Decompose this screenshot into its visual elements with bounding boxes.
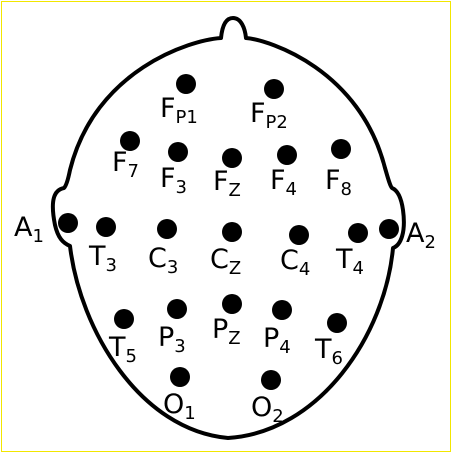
electrode-label-base: P [158, 322, 174, 353]
electrode-label-base: C [280, 245, 299, 276]
electrode-label-t3: T3 [88, 241, 117, 276]
electrode-label-t6: T6 [314, 334, 343, 369]
electrode-label-base: F [213, 166, 229, 197]
electrode-label-a1: A1 [14, 212, 44, 247]
electrode-label-subscript: P1 [176, 107, 198, 128]
electrode-label-subscript: 6 [332, 348, 343, 369]
electrode-label-f4: F4 [270, 165, 297, 200]
electrode-label-base: A [14, 212, 33, 243]
electrode-label-cz: CZ [210, 244, 241, 279]
electrode-label-subscript: 1 [184, 403, 195, 424]
electrode-dot-a2 [379, 219, 399, 239]
electrode-label-subscript: 7 [128, 161, 139, 182]
electrode-label-subscript: 1 [32, 226, 43, 247]
electrode-dot-f4 [277, 145, 297, 165]
electrode-label-base: P [212, 314, 228, 345]
electrode-dot-cz [222, 222, 242, 242]
electrode-label-base: F [270, 165, 286, 196]
electrode-dot-p4 [272, 300, 292, 320]
electrode-label-subscript: Z [228, 328, 240, 349]
electrode-label-c4: C4 [280, 245, 310, 280]
electrode-label-base: P [263, 323, 279, 354]
electrode-label-c3: C3 [148, 243, 178, 278]
electrode-label-base: F [250, 98, 266, 129]
electrode-label-base: F [325, 165, 341, 196]
electrode-label-fp1: FP1 [160, 93, 198, 128]
electrode-label-subscript: P2 [266, 112, 288, 133]
electrode-label-p3: P3 [158, 322, 186, 357]
electrode-label-pz: PZ [212, 314, 241, 349]
electrode-dot-t5 [114, 309, 134, 329]
electrode-label-o2: O2 [251, 392, 284, 427]
electrode-label-subscript: 8 [341, 179, 352, 200]
electrode-dot-f3 [168, 142, 188, 162]
electrode-label-t4: T4 [335, 244, 364, 279]
electrode-dot-fp2 [264, 79, 284, 99]
electrode-label-base: F [112, 147, 128, 178]
electrode-label-f8: F8 [325, 165, 352, 200]
electrode-dot-t6 [327, 313, 347, 333]
electrode-label-subscript: Z [229, 180, 241, 201]
electrode-label-subscript: 3 [106, 255, 117, 276]
electrode-dot-pz [222, 294, 242, 314]
electrode-label-base: F [160, 163, 176, 194]
electrode-label-subscript: 5 [126, 346, 137, 367]
electrode-label-t5: T5 [108, 332, 137, 367]
electrode-dot-f8 [331, 139, 351, 159]
electrode-label-base: C [148, 243, 167, 274]
electrode-label-base: O [163, 389, 184, 420]
electrode-label-base: T [88, 241, 106, 272]
electrode-dot-o1 [170, 367, 190, 387]
electrode-label-fz: FZ [213, 166, 241, 201]
electrode-label-subscript: 2 [424, 232, 435, 253]
electrode-dot-fp1 [176, 74, 196, 94]
electrode-label-o1: O1 [163, 389, 196, 424]
electrode-label-base: F [160, 93, 176, 124]
electrode-label-fp2: FP2 [250, 98, 288, 133]
electrode-dot-fz [222, 148, 242, 168]
electrode-label-subscript: 3 [174, 336, 185, 357]
electrode-label-subscript: 3 [176, 177, 187, 198]
electrode-label-subscript: Z [229, 258, 241, 279]
electrode-dot-o2 [261, 370, 281, 390]
electrode-label-subscript: 4 [286, 179, 297, 200]
electrode-label-p4: P4 [263, 323, 291, 358]
electrode-label-f7: F7 [112, 147, 139, 182]
electrode-label-subscript: 4 [353, 258, 364, 279]
electrode-label-base: A [406, 218, 425, 249]
electrode-label-subscript: 4 [279, 337, 290, 358]
electrode-label-base: T [314, 334, 332, 365]
electrode-label-base: T [108, 332, 126, 363]
electrode-label-subscript: 3 [167, 257, 178, 278]
electrode-dot-t4 [348, 223, 368, 243]
electrode-dot-p3 [167, 299, 187, 319]
electrode-dot-a1 [58, 213, 78, 233]
electrode-dot-t3 [96, 217, 116, 237]
electrode-label-subscript: 4 [299, 259, 310, 280]
electrode-dot-c3 [157, 219, 177, 239]
electrode-label-base: T [335, 244, 353, 275]
electrode-label-base: C [210, 244, 229, 275]
electrode-label-a2: A2 [406, 218, 436, 253]
electrode-dot-c4 [289, 225, 309, 245]
electrode-label-f3: F3 [160, 163, 187, 198]
electrode-label-base: O [251, 392, 272, 423]
electrode-label-subscript: 2 [272, 406, 283, 427]
